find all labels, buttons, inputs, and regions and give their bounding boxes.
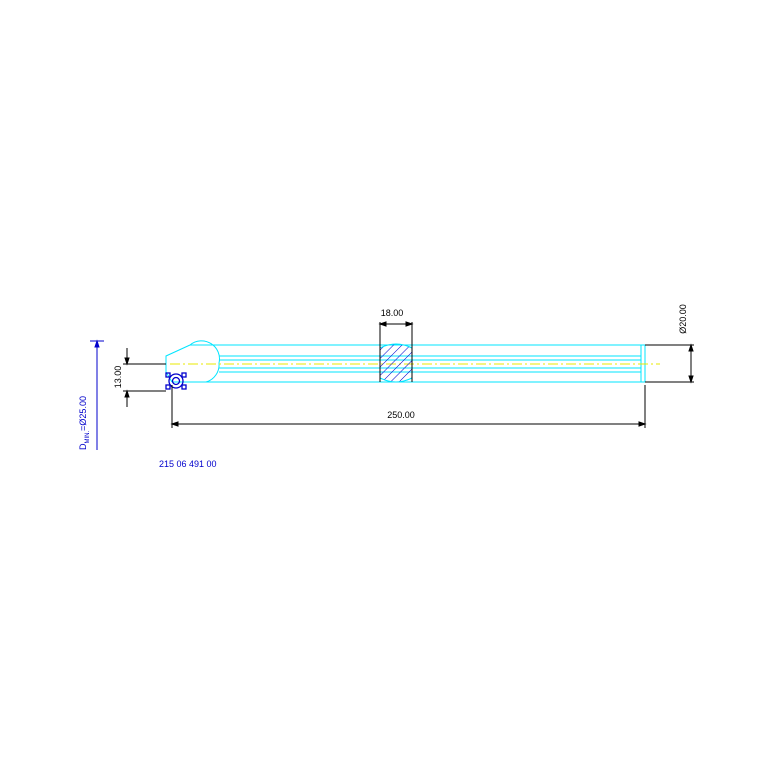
dim-min-diameter [90,339,104,450]
rod-body [165,340,646,383]
dim-length [170,385,647,428]
dim-length-label: 250.00 [387,410,415,420]
dim-min-prefix: D [78,443,88,450]
section-cut [379,343,413,383]
dim-slot-width [378,321,414,345]
end-view-symbol [165,372,187,390]
dim-diameter-label: Ø20.00 [678,304,688,334]
end-view-outer-circle [168,373,184,389]
dim-min-diameter-label: DMIN.=Ø25.00 [78,396,91,450]
end-view-corner-3 [165,384,171,390]
rod-nose-arc [189,340,220,383]
section-hatch [379,343,413,383]
end-view-corner-4 [181,384,187,390]
end-view-inner-circle [171,376,181,386]
part-number: 215 06 491 00 [159,459,217,469]
end-view-corner-2 [181,372,187,378]
end-view-corner-1 [165,372,171,378]
dim-slot-width-label: 18.00 [381,308,404,318]
dim-diameter [645,343,694,384]
dim-offset [123,348,166,407]
dim-min-sub: MIN. [85,431,91,444]
dim-offset-label: 13.00 [113,366,123,389]
dim-min-value: =Ø25.00 [78,396,88,431]
